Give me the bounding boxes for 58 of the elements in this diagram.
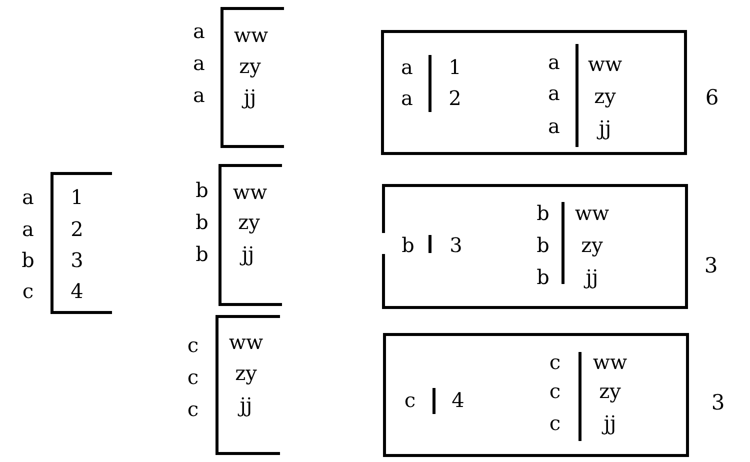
join-key: c <box>187 335 199 355</box>
field-value: ww <box>588 54 622 74</box>
field-value: ww <box>232 182 268 202</box>
join-key: c <box>187 367 199 387</box>
field-value: 1 <box>448 57 462 77</box>
field-value: 3 <box>450 235 462 255</box>
field-value: 3 <box>70 250 84 270</box>
join-key: b <box>196 180 208 200</box>
join-key: a <box>22 187 34 207</box>
join-key: c <box>549 381 561 401</box>
field-value: 2 <box>448 88 462 108</box>
result-box <box>383 333 689 457</box>
join-key: c <box>549 413 561 433</box>
join-key: c <box>549 352 561 372</box>
join-key: a <box>401 57 413 77</box>
field-value: zy <box>235 363 257 383</box>
result-box <box>381 30 687 155</box>
field-value: 4 <box>70 281 84 301</box>
join-key: a <box>401 88 413 108</box>
field-value: zy <box>581 235 603 255</box>
join-key: c <box>22 281 34 301</box>
join-key: b <box>536 235 550 255</box>
join-key: a <box>193 85 205 105</box>
field-value: 4 <box>452 390 464 410</box>
join-key: b <box>196 244 208 264</box>
row-count: 3 <box>704 256 718 276</box>
join-key: b <box>536 267 550 287</box>
join-key: c <box>187 399 199 419</box>
join-key: b <box>196 212 208 232</box>
field-value: zy <box>239 56 261 76</box>
join-key: a <box>548 83 560 103</box>
field-value: jj <box>244 87 256 107</box>
field-value: ww <box>228 332 264 352</box>
row-count: 6 <box>705 88 719 108</box>
field-value: 2 <box>70 219 84 239</box>
row-count: 3 <box>711 392 725 414</box>
join-key: a <box>193 53 205 73</box>
join-key: b <box>22 250 34 270</box>
join-key: a <box>193 21 205 41</box>
join-key: c <box>404 390 416 410</box>
join-key: b <box>402 235 414 255</box>
join-key: a <box>22 219 34 239</box>
field-value: zy <box>238 212 260 232</box>
result-box <box>382 184 688 309</box>
field-value: jj <box>240 395 252 415</box>
field-value: zy <box>599 381 621 401</box>
join-key: a <box>548 52 560 72</box>
field-value: ww <box>574 203 610 223</box>
field-value: jj <box>586 267 598 287</box>
field-value: ww <box>592 352 628 372</box>
field-value: zy <box>594 86 616 106</box>
field-value: 1 <box>70 187 84 207</box>
field-value: jj <box>242 244 254 264</box>
field-value: jj <box>598 118 612 138</box>
field-value: ww <box>234 25 268 45</box>
join-key: a <box>548 116 560 136</box>
field-value: jj <box>604 413 616 433</box>
join-key: b <box>536 203 550 223</box>
